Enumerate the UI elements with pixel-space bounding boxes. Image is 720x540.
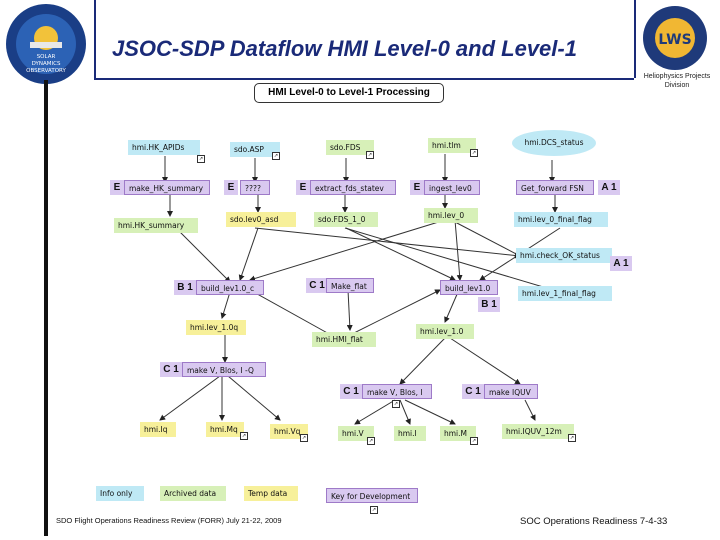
link-icon[interactable]: ↗ — [272, 152, 280, 160]
legend-info-only: Info only — [96, 486, 144, 501]
node-extract-fds[interactable]: extract_fds_statev — [310, 180, 396, 195]
tag-b1-left: B 1 — [174, 280, 196, 295]
node-hmi-lev1q[interactable]: hmi.lev_1.0q — [186, 320, 246, 335]
logo-text-2: DYNAMICS — [32, 61, 61, 67]
tag-e-1: E — [110, 180, 124, 195]
node-sdo-fds[interactable]: sdo.FDS — [326, 140, 374, 155]
tag-c1-lower-right: C 1 — [462, 384, 484, 399]
node-hmi-tlm[interactable]: hmi.tlm — [428, 138, 476, 153]
node-sdo-lev0-asd[interactable]: sdo.lev0_asd — [226, 212, 296, 227]
legend-key: Key for Development — [326, 488, 418, 503]
node-make-v-blos-q[interactable]: make V, Blos, I -Q — [182, 362, 266, 377]
node-build-lev1[interactable]: build_lev1.0 — [440, 280, 498, 295]
node-make-hk-summary[interactable]: make_HK_summary — [124, 180, 210, 195]
link-icon[interactable]: ↗ — [470, 149, 478, 157]
node-hk-apids[interactable]: hmi.HK_APIDs — [128, 140, 200, 155]
node-hmi-m[interactable]: hmi.M — [440, 426, 476, 441]
lws-text: LWS — [658, 32, 691, 48]
left-bar — [44, 80, 48, 536]
node-hk-summary[interactable]: hmi.HK_summary — [114, 218, 198, 233]
tag-a1-mid: A 1 — [610, 256, 632, 271]
legend-archived: Archived data — [160, 486, 226, 501]
link-icon[interactable]: ↗ — [568, 434, 576, 442]
tag-e-3: E — [296, 180, 310, 195]
tag-a1-top: A 1 — [598, 180, 620, 195]
link-icon[interactable]: ↗ — [470, 437, 478, 445]
node-hmi-i[interactable]: hmi.I — [394, 426, 426, 441]
node-hmi-lev1[interactable]: hmi.lev_1.0 — [416, 324, 474, 339]
page-title: JSOC-SDP Dataflow HMI Level-0 and Level-… — [112, 36, 577, 61]
legend-temp: Temp data — [244, 486, 298, 501]
header-bottom-rule — [94, 78, 634, 80]
link-icon[interactable]: ↗ — [366, 151, 374, 159]
node-make-flat[interactable]: Make_flat — [326, 278, 374, 293]
link-icon[interactable]: ↗ — [392, 400, 400, 408]
node-unknown[interactable]: ???? — [240, 180, 270, 195]
node-hmi-v[interactable]: hmi.V — [338, 426, 374, 441]
node-hmi-vq[interactable]: hmi.Vq — [270, 424, 308, 439]
node-hmi-iquv[interactable]: hmi.IQUV_12m — [502, 424, 574, 439]
node-check-ok-status[interactable]: hmi.check_OK_status — [516, 248, 612, 263]
header-right-rule — [634, 0, 636, 78]
node-hmi-flat[interactable]: hmi.HMI_flat — [312, 332, 376, 347]
node-hmi-lev0[interactable]: hmi.lev_0 — [424, 208, 478, 223]
diagram-title: HMI Level-0 to Level-1 Processing — [254, 83, 444, 103]
node-get-forward-fsn[interactable]: Get_forward FSN — [516, 180, 594, 195]
footer-left: SDO Flight Operations Readiness Review (… — [56, 516, 282, 525]
tag-e-4: E — [410, 180, 424, 195]
node-dcs-status[interactable]: hmi.DCS_status — [512, 130, 596, 156]
node-hmi-mq[interactable]: hmi.Mq — [206, 422, 244, 437]
node-ingest-lev0[interactable]: ingest_lev0 — [424, 180, 480, 195]
footer-right: SOC Operations Readiness 7-4-33 — [520, 516, 668, 527]
node-hmi-iq[interactable]: hmi.Iq — [140, 422, 176, 437]
node-build-lev1-c[interactable]: build_lev1.0_c — [196, 280, 264, 295]
link-icon[interactable]: ↗ — [370, 506, 378, 514]
tag-c1-mid: C 1 — [306, 278, 328, 293]
link-icon[interactable]: ↗ — [240, 432, 248, 440]
tag-c1-left: C 1 — [160, 362, 182, 377]
lws-logo: LWS — [643, 6, 707, 70]
link-icon[interactable]: ↗ — [197, 155, 205, 163]
link-icon[interactable]: ↗ — [367, 437, 375, 445]
node-make-v-blos-i[interactable]: make V, Blos, I — [362, 384, 432, 399]
node-sdo-asp[interactable]: sdo.ASP — [230, 142, 280, 157]
tag-b1-right: B 1 — [478, 297, 500, 312]
link-icon[interactable]: ↗ — [300, 434, 308, 442]
node-lev1-final-flag[interactable]: hmi.lev_1_final_flag — [518, 286, 612, 301]
tag-e-2: E — [224, 180, 238, 195]
header-left-rule — [94, 0, 96, 78]
node-sdo-fds-1[interactable]: sdo.FDS_1_0 — [314, 212, 378, 227]
tag-c1-lower-mid: C 1 — [340, 384, 362, 399]
node-lev0-final-flag[interactable]: hmi.lev_0_final_flag — [514, 212, 608, 227]
logo-text-1: SOLAR — [37, 54, 56, 60]
logo-text-3: OBSERVATORY — [26, 68, 66, 74]
division-label: Heliophysics Projects Division — [643, 73, 711, 89]
node-make-iquv[interactable]: make IQUV — [484, 384, 538, 399]
sdo-logo: SOLAR DYNAMICS OBSERVATORY — [6, 4, 86, 84]
